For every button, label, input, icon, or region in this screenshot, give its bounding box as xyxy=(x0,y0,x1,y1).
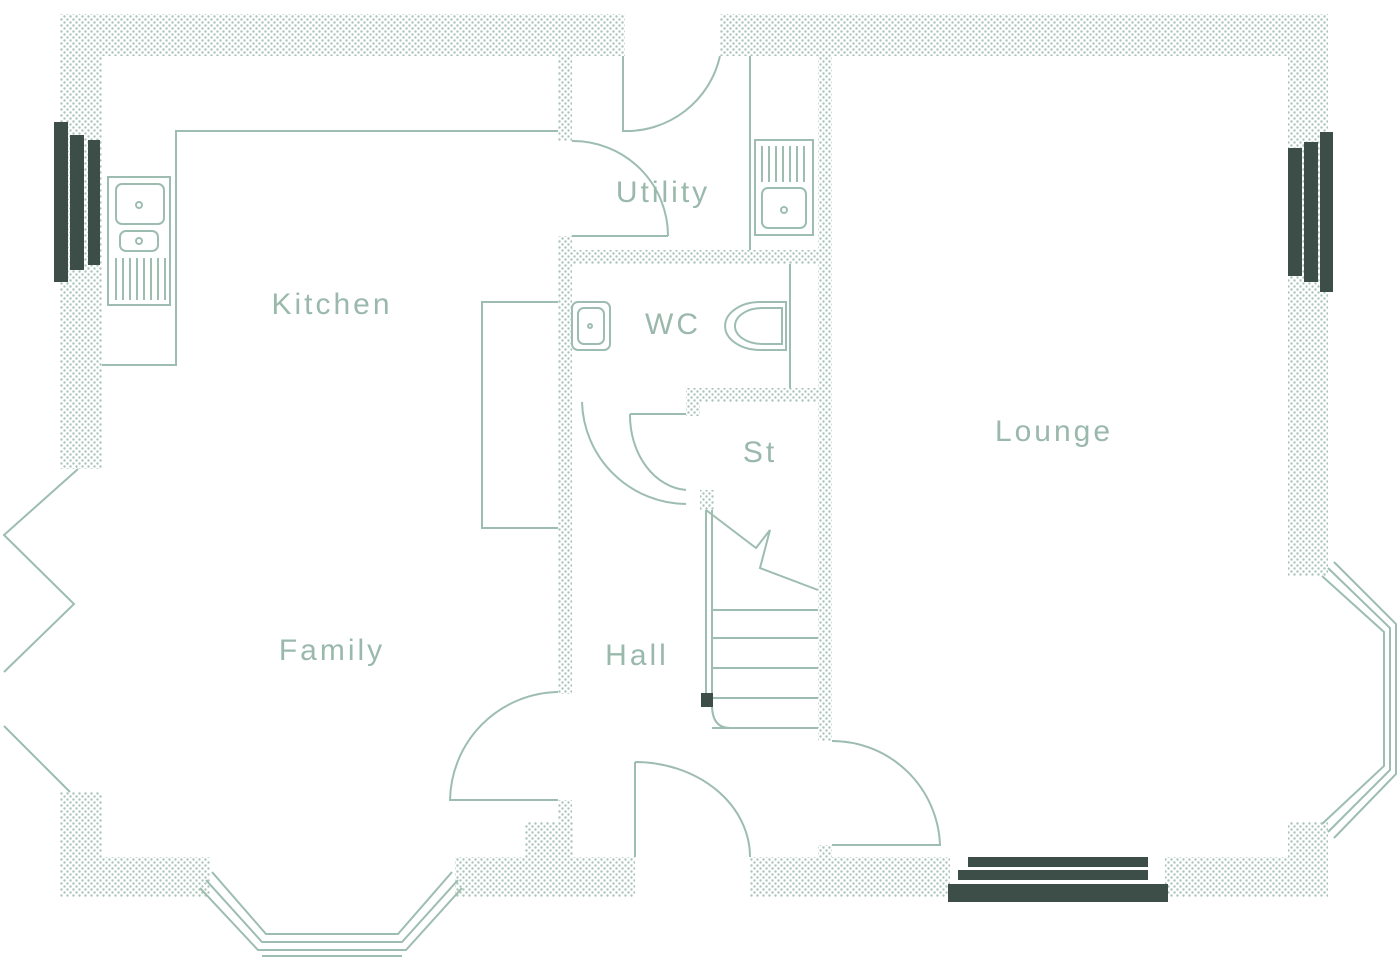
staircase xyxy=(701,509,819,729)
fixtures xyxy=(102,56,819,729)
label-lounge: Lounge xyxy=(995,415,1113,448)
wc-toilet xyxy=(724,264,791,388)
wc-basin xyxy=(571,301,611,351)
wc-door xyxy=(581,401,687,505)
back-door xyxy=(622,55,721,133)
label-wc: WC xyxy=(645,308,701,341)
lounge-window xyxy=(1288,132,1333,292)
external-walls xyxy=(60,14,1328,897)
kitchen-island xyxy=(481,301,558,529)
kitchen-window xyxy=(54,122,100,282)
lounge-bay-window xyxy=(1321,561,1397,839)
family-door xyxy=(448,691,559,801)
windows xyxy=(54,122,1397,957)
label-kitchen: Kitchen xyxy=(271,288,392,321)
lounge-front-window xyxy=(948,857,1168,902)
front-door xyxy=(634,761,751,858)
family-bay-window xyxy=(199,871,463,957)
label-family: Family xyxy=(279,634,385,667)
kitchen-worktop xyxy=(102,130,558,366)
kitchen-sink xyxy=(107,176,171,306)
utility-sink xyxy=(754,139,814,236)
family-folding-doors xyxy=(2,468,79,673)
utility-door xyxy=(571,139,669,237)
lounge-door xyxy=(831,740,942,846)
room-labels: Kitchen Utility WC St Lounge Family Hall xyxy=(271,176,1113,672)
label-hall: Hall xyxy=(605,639,669,672)
store-door xyxy=(628,413,687,491)
label-utility: Utility xyxy=(616,176,710,209)
family-folding-doors-lower xyxy=(3,725,71,793)
internal-walls xyxy=(558,56,832,860)
label-st: St xyxy=(743,436,777,469)
doors xyxy=(2,55,942,858)
